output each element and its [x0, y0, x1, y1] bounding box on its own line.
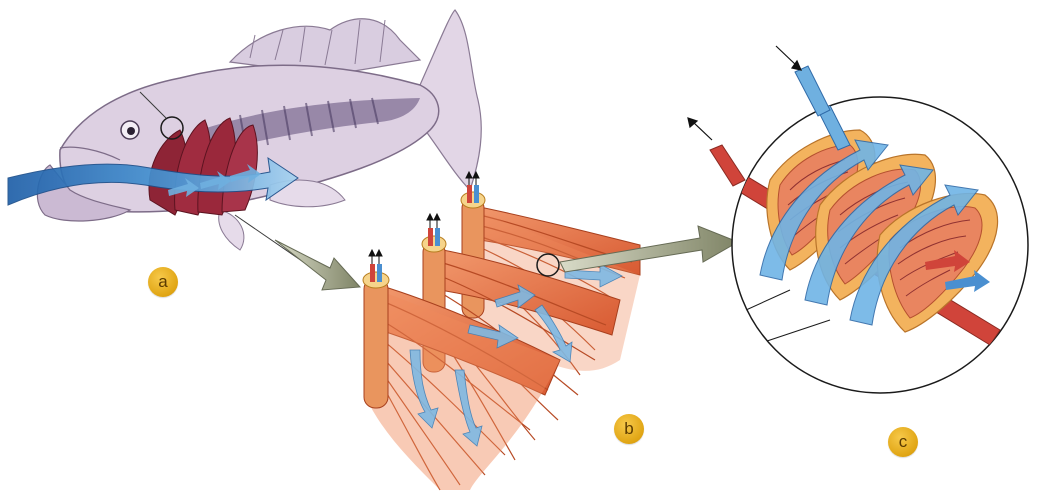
- label-b-badge: b: [614, 414, 644, 444]
- pointer-arrow-a-to-b: [235, 215, 360, 290]
- label-a-badge: a: [148, 267, 178, 297]
- blood-out-arrow: [688, 118, 712, 140]
- gill-filaments: [363, 172, 640, 490]
- blood-in-arrow: [776, 46, 801, 70]
- lamellae-closeup: [688, 46, 1028, 393]
- fish: [37, 10, 481, 250]
- filament-arch-front-rod: [364, 278, 388, 408]
- label-c-badge: c: [888, 427, 918, 457]
